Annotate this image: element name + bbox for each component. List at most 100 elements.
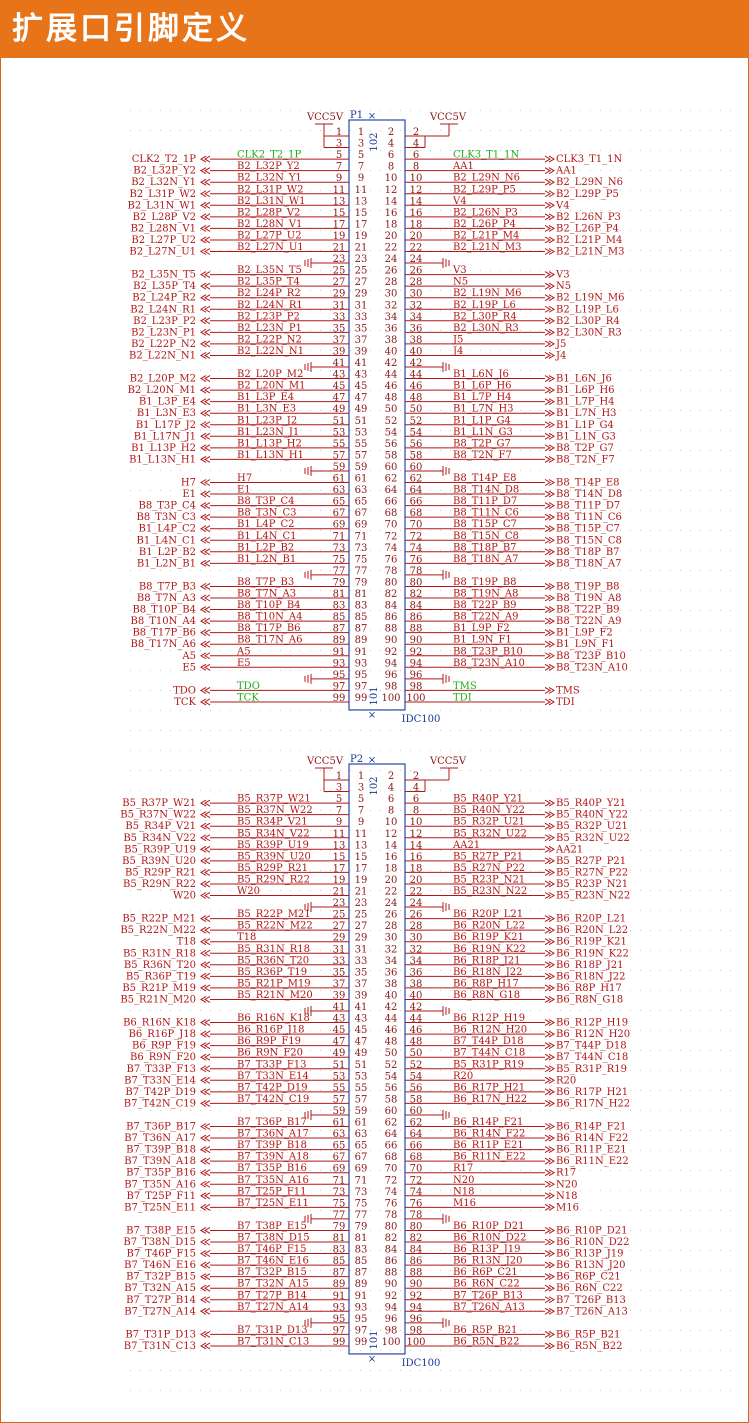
external-net-label: B7_T27N_A14 [124,1306,196,1317]
pin-number-outer: 62 [410,474,423,485]
external-net-label: B8_T17N_A6 [131,639,196,650]
net-label: B2_L22N_N1 [237,346,304,357]
pin-number: 7 [358,162,364,173]
ground-symbol [304,1006,329,1016]
port-arrow [200,583,211,590]
pin-number: 21 [355,887,368,898]
net-label: B2_L26P_P4 [453,219,516,230]
pin-number: 44 [385,370,398,381]
pin-number-outer: 25 [333,266,346,277]
port-arrow [544,1088,555,1096]
pin-number: 33 [355,956,368,967]
pin-number: 76 [385,554,398,565]
external-net-label: B5_R29P_R21 [125,867,196,878]
pin-number-outer: 63 [333,485,346,496]
pin-number-outer: 27 [333,921,346,932]
pin-number-outer: 66 [410,1141,423,1152]
net-label: B8_T14N_D8 [453,485,519,496]
net-label: B1_L7P_H4 [453,392,512,403]
pin-number: 77 [355,566,368,577]
port-arrow [544,1192,555,1200]
pin-number: 68 [385,508,398,519]
net-label: B1_L9P_F2 [453,623,510,634]
net-label: B1_L23P_J2 [237,415,297,426]
net-label: B2_L23N_P1 [237,323,302,334]
net-label: B6_R13N_J20 [453,1256,522,1267]
ground-symbol [304,902,329,913]
external-net-label: B2_L30P_R4 [556,316,620,327]
pin-number-outer: 86 [410,1256,423,1267]
external-net-label: B2_L20N_M1 [128,385,196,396]
external-net-label: E5 [182,662,196,673]
external-net-label: B6_R12N_H20 [556,1029,630,1040]
pin-number: 35 [355,323,368,334]
net-label: B8_T3P_C4 [237,496,295,507]
port-arrow [200,1019,211,1026]
pin-number-outer: 88 [410,624,423,635]
pin-number: 18 [385,219,398,230]
pin-number-outer: 23 [333,254,346,265]
net-label: B1_L3N_E3 [237,404,296,415]
port-arrow [544,1296,555,1304]
net-label: B5_R21P_M19 [237,978,311,989]
pin-number-outer: 40 [410,346,423,357]
external-net-label: B7_T31N_C13 [124,1341,196,1352]
external-net-label: B7_T26P_B13 [556,1295,626,1306]
pin-number-outer: 51 [333,1060,346,1071]
pin-number-outer: 73 [333,1187,346,1198]
port-arrow [200,282,211,290]
pin-number: 10 [385,173,398,184]
net-label: B5_R22P_M21 [237,909,311,920]
pin-number-outer: 16 [410,208,423,219]
external-net-label: B1_L1P_G4 [556,420,614,431]
port-arrow [544,1307,555,1315]
pin-number: 67 [355,1152,368,1163]
external-net-label: B8_T10P_B4 [132,605,196,616]
port-arrow [200,421,211,429]
net-label: B8_T15N_C8 [453,531,519,542]
pin-number: 26 [385,266,398,277]
pin-number-outer: 22 [410,243,423,254]
pin-number-outer: 100 [406,693,425,704]
pin-number: 87 [355,1268,368,1279]
net-label: AA21 [452,840,480,851]
external-net-label: B5_R21N_M20 [120,994,196,1005]
port-arrow [544,421,555,429]
pin-number: 91 [355,1291,368,1302]
external-net-label: B2_L35N_T5 [131,270,196,281]
pin-number-outer: 36 [410,323,423,334]
external-net-label: B8_T19N_A8 [556,593,621,604]
no-connect-mark: × [368,1354,376,1365]
pin-number: 51 [355,1060,368,1071]
pin-number: 50 [385,404,398,415]
port-arrow [544,525,555,533]
net-label: E5 [237,658,251,669]
pin-number-outer: 70 [410,520,423,531]
ground-symbol [425,569,450,580]
pin-number-outer: 92 [410,647,423,658]
port-arrow [200,548,211,556]
pin-number-outer: 42 [410,358,423,369]
ground-symbol [425,465,450,476]
external-net-label: B7_T33P_F13 [127,1064,197,1075]
